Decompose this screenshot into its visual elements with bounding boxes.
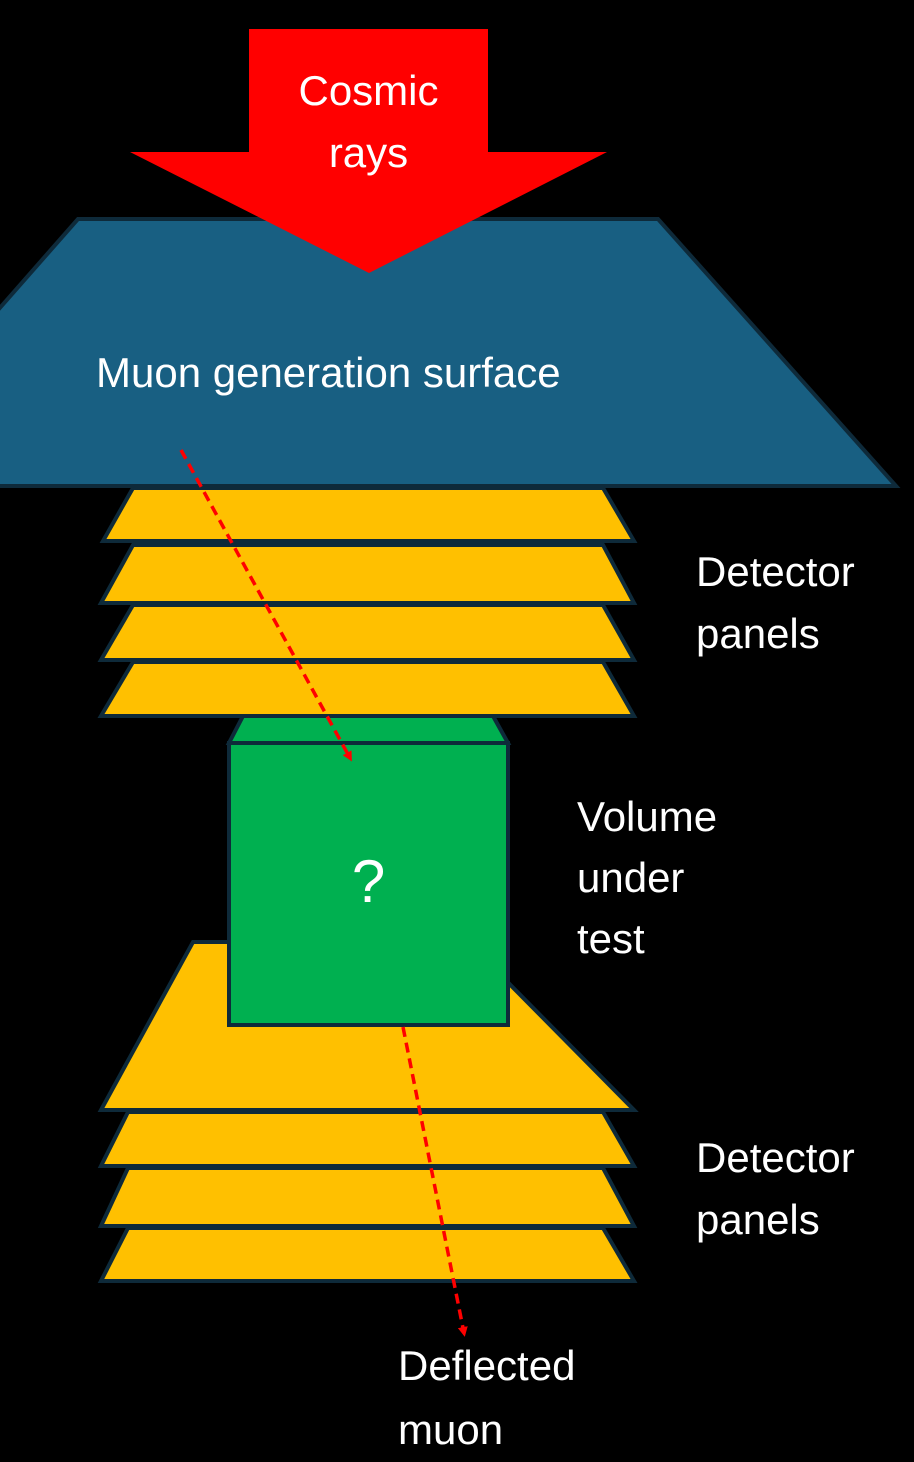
lower-detector-panel: [97, 1166, 638, 1228]
volume-top-face: [225, 714, 512, 745]
lower-detector-panel: [97, 1110, 638, 1168]
deflected-muon-trajectory: [401, 1026, 468, 1337]
volume-label-line: test: [577, 915, 645, 962]
upper-detector-label: Detector panels: [696, 541, 855, 665]
generation-surface-label: Muon generation surface: [96, 349, 561, 396]
volume-front-face: [227, 741, 510, 1027]
upper-detector-panel: [97, 603, 638, 662]
cosmic-rays-label-line: rays: [328, 129, 409, 176]
deflected-muon-label-line: muon: [398, 1406, 504, 1453]
upper-detector-label-line: panels: [696, 610, 820, 657]
upper-detector-label-line: Detector: [696, 548, 855, 595]
lower-detector-label-line: Detector: [696, 1134, 855, 1181]
lower-detector-label-line: panels: [696, 1196, 820, 1243]
lower-detector-panel: [97, 1226, 638, 1283]
cosmic-rays-label-line: Cosmic: [298, 67, 439, 114]
upper-detector-panel: [97, 660, 638, 718]
deflected-muon-label: Deflected muon: [398, 1334, 575, 1462]
deflected-muon-label-line: Deflected: [398, 1342, 576, 1389]
upper-detector-stack: [97, 486, 638, 718]
volume-label-line: Volume: [577, 793, 718, 840]
volume-label: Volume under test: [577, 786, 717, 969]
volume-label-line: under: [577, 854, 685, 901]
lower-detector-label: Detector panels: [696, 1127, 855, 1251]
upper-detector-panel: [97, 543, 638, 605]
unknown-symbol: ?: [351, 848, 386, 915]
cosmic-rays-label: Cosmic rays: [249, 60, 488, 184]
incoming-muon-trajectory: [179, 449, 352, 762]
volume-under-test: [225, 714, 512, 1027]
cosmic-ray-arrow: [130, 29, 607, 273]
upper-detector-panel: [99, 486, 638, 543]
